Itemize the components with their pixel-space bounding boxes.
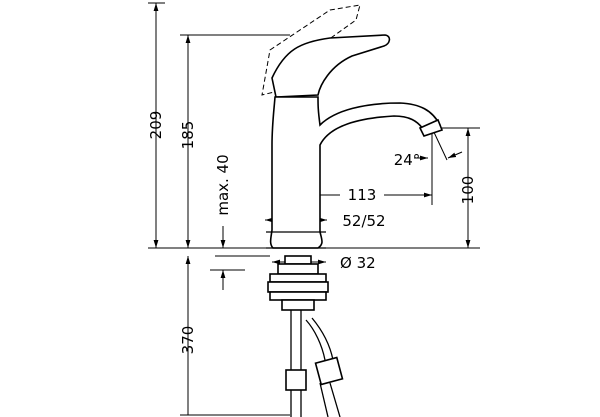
threaded-shank <box>267 255 329 311</box>
label-370: 370 <box>179 326 197 355</box>
dimension-209: 209 <box>147 2 165 248</box>
label-52-52: 52/52 <box>342 212 385 230</box>
label-185: 185 <box>179 121 197 150</box>
dimension-max-40: max. 40 <box>210 154 245 290</box>
label-113: 113 <box>348 186 377 204</box>
dimension-370: 370 <box>179 256 197 415</box>
label-diameter-32: Ø 32 <box>340 254 376 272</box>
label-100: 100 <box>459 176 477 205</box>
label-209: 209 <box>147 111 165 140</box>
label-max-40: max. 40 <box>214 154 232 215</box>
label-24-deg: 24° <box>394 151 421 169</box>
supply-hoses <box>285 310 344 417</box>
dimension-100: 100 <box>440 127 480 248</box>
faucet-body <box>261 4 444 249</box>
dimension-185: 185 <box>179 34 290 248</box>
